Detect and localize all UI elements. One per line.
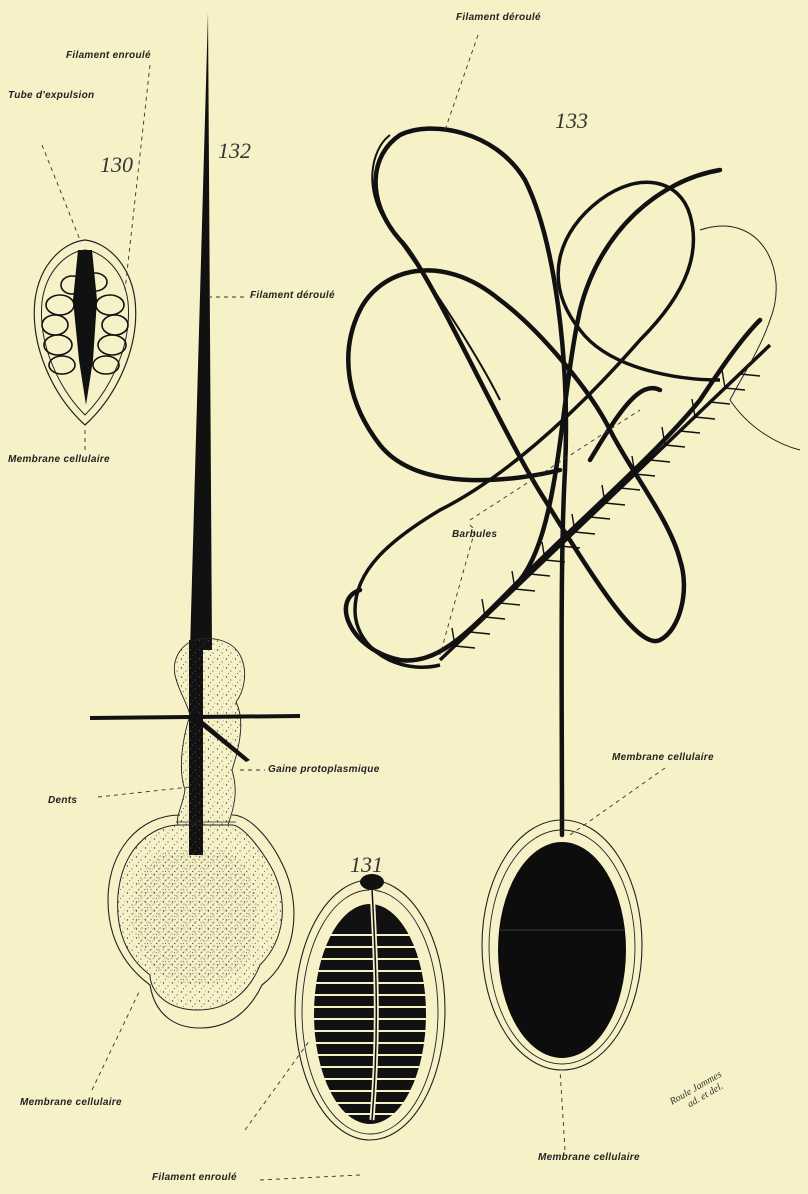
figure-131-spore <box>295 874 445 1140</box>
label-filament-enroule-130: Filament enroulé <box>66 50 151 61</box>
label-membrane-132: Membrane cellulaire <box>20 1097 122 1108</box>
label-barbules: Barbules <box>452 529 497 540</box>
extended-filament-132 <box>190 12 212 650</box>
label-tube-expulsion: Tube d'expulsion <box>8 90 94 101</box>
label-dents: Dents <box>48 795 77 806</box>
label-membrane-130: Membrane cellulaire <box>8 454 110 465</box>
label-filament-enroule-131: Filament enroulé <box>152 1172 237 1183</box>
extended-filament-133 <box>346 129 760 835</box>
figure-number-131: 131 <box>350 852 383 878</box>
figure-number-133: 133 <box>555 108 588 134</box>
expulsion-tube-130 <box>73 250 97 405</box>
figure-133-spore <box>346 129 800 1070</box>
figure-number-130: 130 <box>100 152 133 178</box>
figure-130-spore <box>34 240 135 425</box>
label-membrane-133-bottom: Membrane cellulaire <box>538 1152 640 1163</box>
label-filament-deroule-132: Filament déroulé <box>250 290 335 301</box>
label-gaine-protoplasmique: Gaine protoplasmique <box>268 764 380 775</box>
figure-number-132: 132 <box>218 138 251 164</box>
label-filament-deroule-133: Filament déroulé <box>456 12 541 23</box>
label-membrane-133-top: Membrane cellulaire <box>612 752 714 763</box>
